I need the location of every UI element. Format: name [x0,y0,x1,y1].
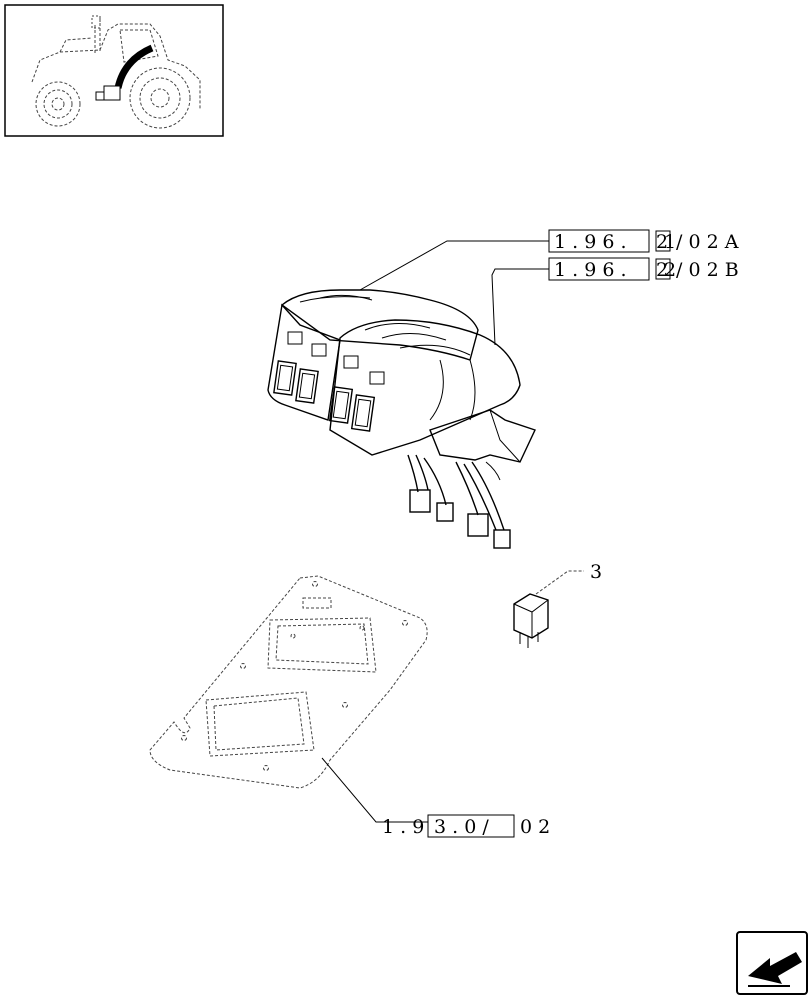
ref-b-suffix: / 0 2 B [676,259,739,281]
relay-part[interactable] [513,593,549,648]
leader-line-b [491,268,549,346]
mounting-plate[interactable] [149,575,428,789]
ref-b-prefix: 1 . 9 6 . [554,259,627,281]
relay-item-number: 3 [590,561,602,583]
leader-line-relay [535,570,584,595]
reference-label-c[interactable]: 1 . 9 3 . 0 / 0 2 [382,814,550,838]
reference-label-b[interactable]: 1 . 9 6 . 2 2 / 0 2 B [548,257,739,281]
ref-b-boxed-digit: 2 [656,259,668,281]
next-page-arrow-icon[interactable] [736,931,808,995]
leader-line-a [359,240,549,291]
tractor-thumbnail[interactable] [4,4,224,137]
ref-c-suffix: 0 2 [520,816,550,838]
ref-a-suffix: / 0 2 A [676,231,739,253]
ref-c-boxed: 3 . 0 / [434,816,489,838]
reference-label-a[interactable]: 1 . 9 6 . 2 1 / 0 2 A [548,229,739,253]
ref-b-digit: 2 [664,259,676,281]
ref-a-digit: 1 [664,231,676,253]
ref-c-lead: 1 . 9 [382,816,424,838]
switch-console-assembly[interactable] [267,289,536,549]
ref-a-prefix: 1 . 9 6 . [554,231,627,253]
ref-a-boxed-digit: 2 [656,231,668,253]
leader-line-c [321,757,428,823]
highlight-area [114,44,154,89]
